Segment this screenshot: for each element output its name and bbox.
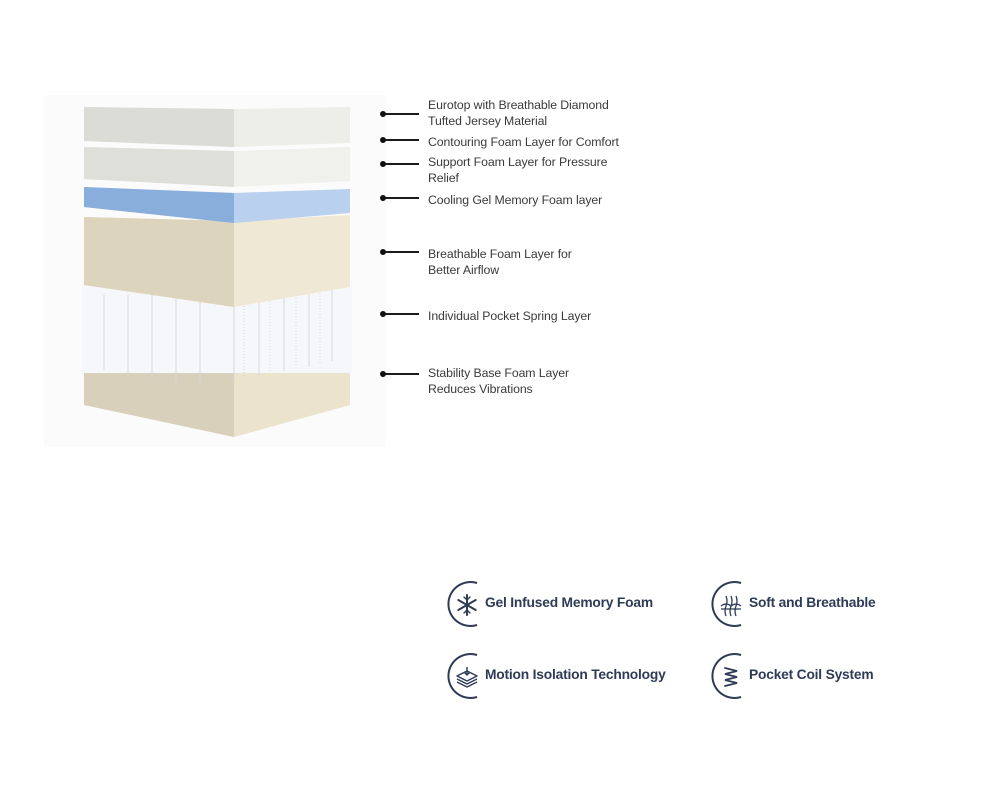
snowflake-icon — [457, 594, 477, 616]
callout-breathable — [380, 249, 419, 255]
feature-soft-breathable: Soft and Breathable — [707, 579, 907, 631]
callout-base — [380, 371, 419, 377]
layer-label-breathable: Breathable Foam Layer for Better Airflow — [428, 247, 572, 277]
layer-label-gel: Cooling Gel Memory Foam layer — [428, 193, 603, 207]
mattress-layers-illustration — [82, 107, 352, 437]
feature-label: Gel Infused Memory Foam — [485, 595, 653, 610]
feature-label: Pocket Coil System — [749, 667, 874, 682]
coil-icon — [724, 667, 738, 687]
callout-eurotop — [380, 111, 419, 117]
feature-label: Soft and Breathable — [749, 595, 876, 610]
layer-label-support: Support Foam Layer for Pressure Relief — [428, 155, 608, 185]
callout-spring — [380, 311, 419, 317]
ring-decoration — [711, 581, 742, 627]
airflow-icon — [720, 595, 742, 617]
feature-pocket-coil: Pocket Coil System — [707, 651, 907, 703]
feature-gel-memory-foam: Gel Infused Memory Foam — [443, 579, 683, 631]
feature-label: Motion Isolation Technology — [485, 667, 666, 682]
callout-contouring — [380, 137, 419, 143]
ring-decoration — [447, 653, 478, 699]
feature-motion-isolation: Motion Isolation Technology — [443, 651, 683, 703]
layers-icon — [456, 667, 478, 688]
layer-label-base: Stability Base Foam Layer Reduces Vibrat… — [428, 366, 570, 396]
ring-decoration — [447, 581, 478, 627]
callout-gel — [380, 195, 419, 201]
layer-label-eurotop: Eurotop with Breathable Diamond Tufted J… — [428, 98, 609, 128]
callout-support — [380, 161, 419, 167]
layer-label-spring: Individual Pocket Spring Layer — [428, 309, 592, 323]
ring-decoration — [711, 653, 742, 699]
layer-label-contouring: Contouring Foam Layer for Comfort — [428, 135, 619, 149]
